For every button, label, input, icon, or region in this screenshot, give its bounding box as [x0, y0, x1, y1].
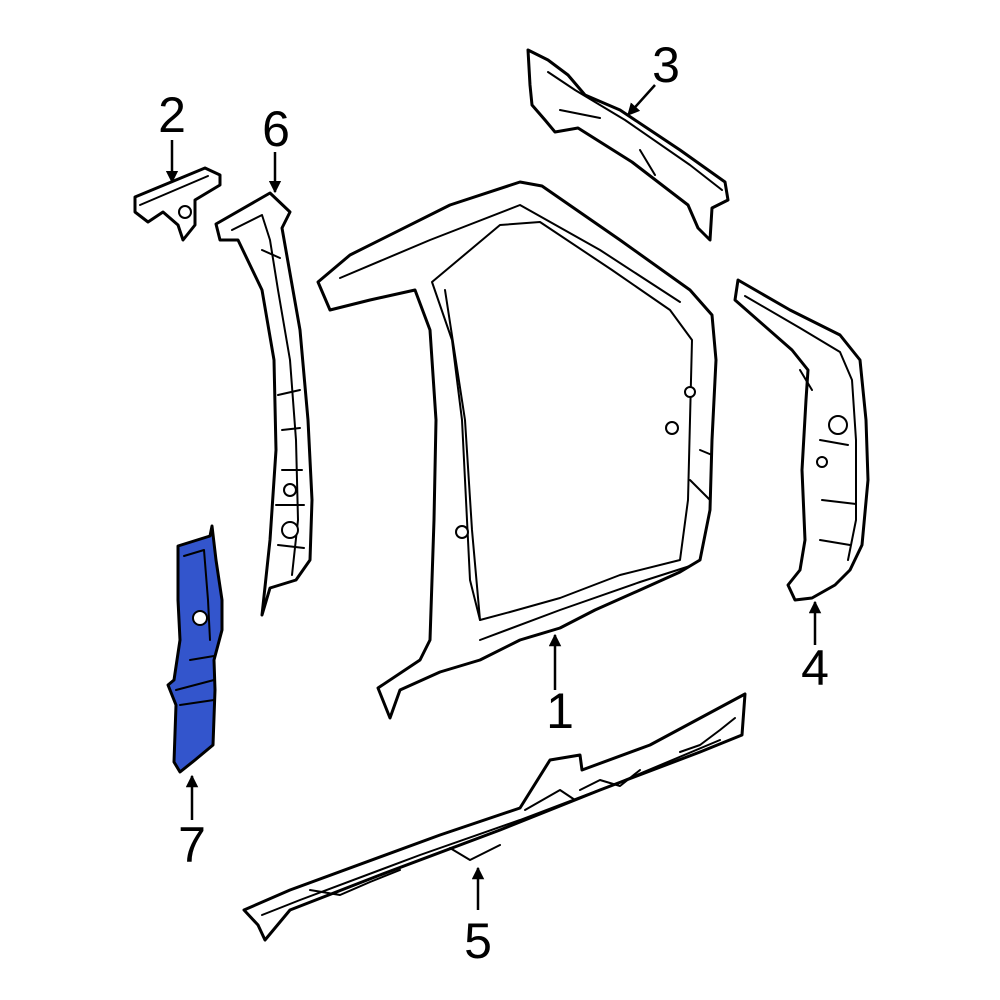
- part-1-body-side-frame[interactable]: [316, 180, 718, 720]
- part-6-b-pillar[interactable]: [214, 191, 314, 617]
- callout-5: 5: [464, 913, 492, 969]
- callout-leaders: [165, 84, 822, 910]
- callout-6: 6: [262, 101, 290, 157]
- callout-3: 3: [652, 37, 680, 93]
- part-7-pillar-reinforcement[interactable]: [166, 524, 224, 774]
- leader-3: [627, 84, 656, 116]
- part-4-rear-pillar[interactable]: [733, 278, 870, 602]
- part-5-rocker-panel[interactable]: [242, 692, 747, 942]
- callout-1: 1: [546, 683, 574, 739]
- part-3-roof-rail[interactable]: [526, 48, 730, 242]
- callout-4: 4: [801, 640, 829, 696]
- part-2-bracket[interactable]: [133, 166, 222, 242]
- callout-2: 2: [158, 87, 186, 143]
- callout-7: 7: [178, 817, 206, 873]
- callout-labels: 1 2 3 4 5 6 7: [158, 37, 829, 969]
